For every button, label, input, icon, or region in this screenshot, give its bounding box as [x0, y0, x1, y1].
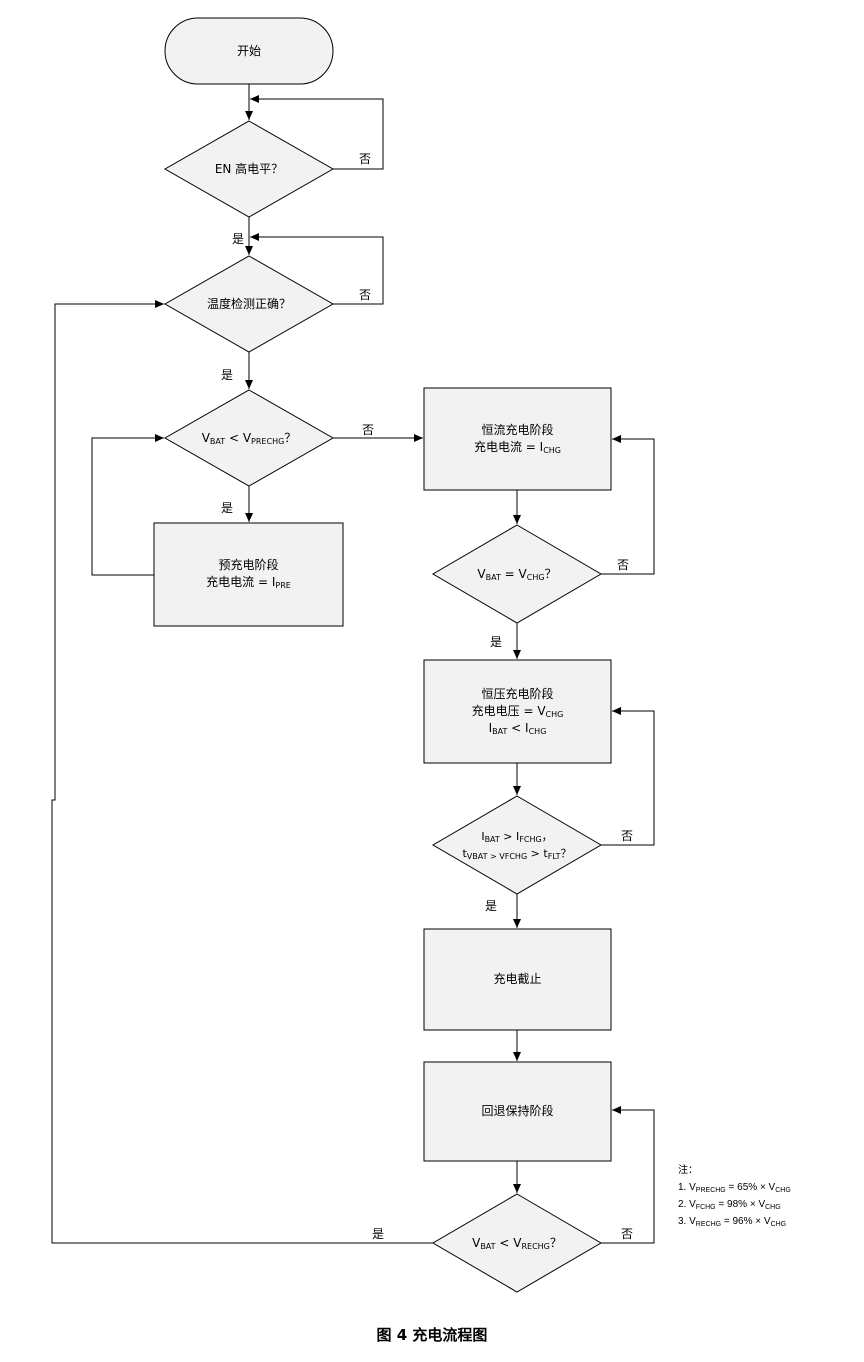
prechg-yes-label: 是 [221, 501, 234, 515]
precharge-box [153, 522, 344, 627]
cc-stage-label: 恒流充电阶段 充电电流 = ICHG [424, 422, 611, 456]
rechg-no-label: 否 [621, 1227, 634, 1241]
cc-stage-title: 恒流充电阶段 [481, 423, 554, 437]
recharge-hold-label: 回退保持阶段 [481, 1104, 554, 1118]
cv-stage-current: IBAT < ICHG [488, 721, 547, 736]
charge-stop-box [423, 928, 612, 1031]
loop-en-no [250, 95, 384, 170]
charge-stop-label: 充电截止 [493, 972, 542, 986]
term-decision-label: IBAT > IFCHG， tVBAT > VFCHG > tFLT？ [462, 830, 572, 861]
en-no-label: 否 [359, 152, 372, 166]
cv-stage-title: 恒压充电阶段 [481, 687, 554, 701]
vbat-prechg-label: VBAT < VPRECHG？ [201, 431, 297, 446]
vbat-vchg-label: VBAT = VCHG？ [477, 567, 557, 582]
cv-stage-label: 恒压充电阶段 充电电压 = VCHG IBAT < ICHG [424, 686, 611, 737]
start-label: 开始 [236, 44, 261, 58]
vbat-rechg-label: VBAT < VRECHG？ [472, 1236, 562, 1251]
recharge-hold-box [423, 1061, 612, 1162]
notes-title: 注： [678, 1165, 698, 1176]
rechg-yes-label: 是 [372, 1227, 385, 1241]
vchg-yes-label: 是 [490, 635, 503, 649]
temp-decision-label: 温度检测正确？ [206, 297, 291, 311]
temp-no-label: 否 [359, 288, 372, 302]
vchg-no-label: 否 [617, 558, 630, 572]
loop-term-no [601, 707, 655, 846]
loop-temp-no [250, 233, 384, 305]
cv-stage-box [423, 659, 612, 764]
figure-caption: 图 4 充电流程图 [376, 1326, 488, 1344]
en-yes-label: 是 [232, 232, 245, 246]
precharge-title: 预充电阶段 [218, 558, 279, 572]
cc-stage-current: 充电电流 = ICHG [473, 440, 562, 455]
precharge-label: 预充电阶段 充电电流 = IPRE [154, 557, 343, 591]
loop-rechg-yes [51, 300, 433, 1244]
term-yes-label: 是 [485, 899, 498, 913]
vbat-rechg-decision [432, 1193, 602, 1293]
note-1: 1. VPRECHG = 65% × VCHG [678, 1182, 791, 1194]
term-no-label: 否 [621, 829, 634, 843]
loop-vchg-no [601, 435, 655, 575]
notes: 注： 1. VPRECHG = 65% × VCHG 2. VFCHG = 98… [678, 1162, 791, 1230]
prechg-no-label: 否 [362, 423, 375, 437]
loop-rechg-no [601, 1106, 655, 1244]
cc-stage-box [423, 387, 612, 491]
en-decision-label: EN 高电平？ [214, 162, 284, 176]
temp-yes-label: 是 [221, 368, 234, 382]
note-3: 3. VRECHG = 96% × VCHG [678, 1216, 787, 1228]
precharge-current: 充电电流 = IPRE [206, 575, 291, 590]
cv-stage-voltage: 充电电压 = VCHG [471, 704, 564, 719]
note-2: 2. VFCHG = 98% × VCHG [678, 1199, 781, 1211]
loop-precharge [91, 434, 164, 576]
